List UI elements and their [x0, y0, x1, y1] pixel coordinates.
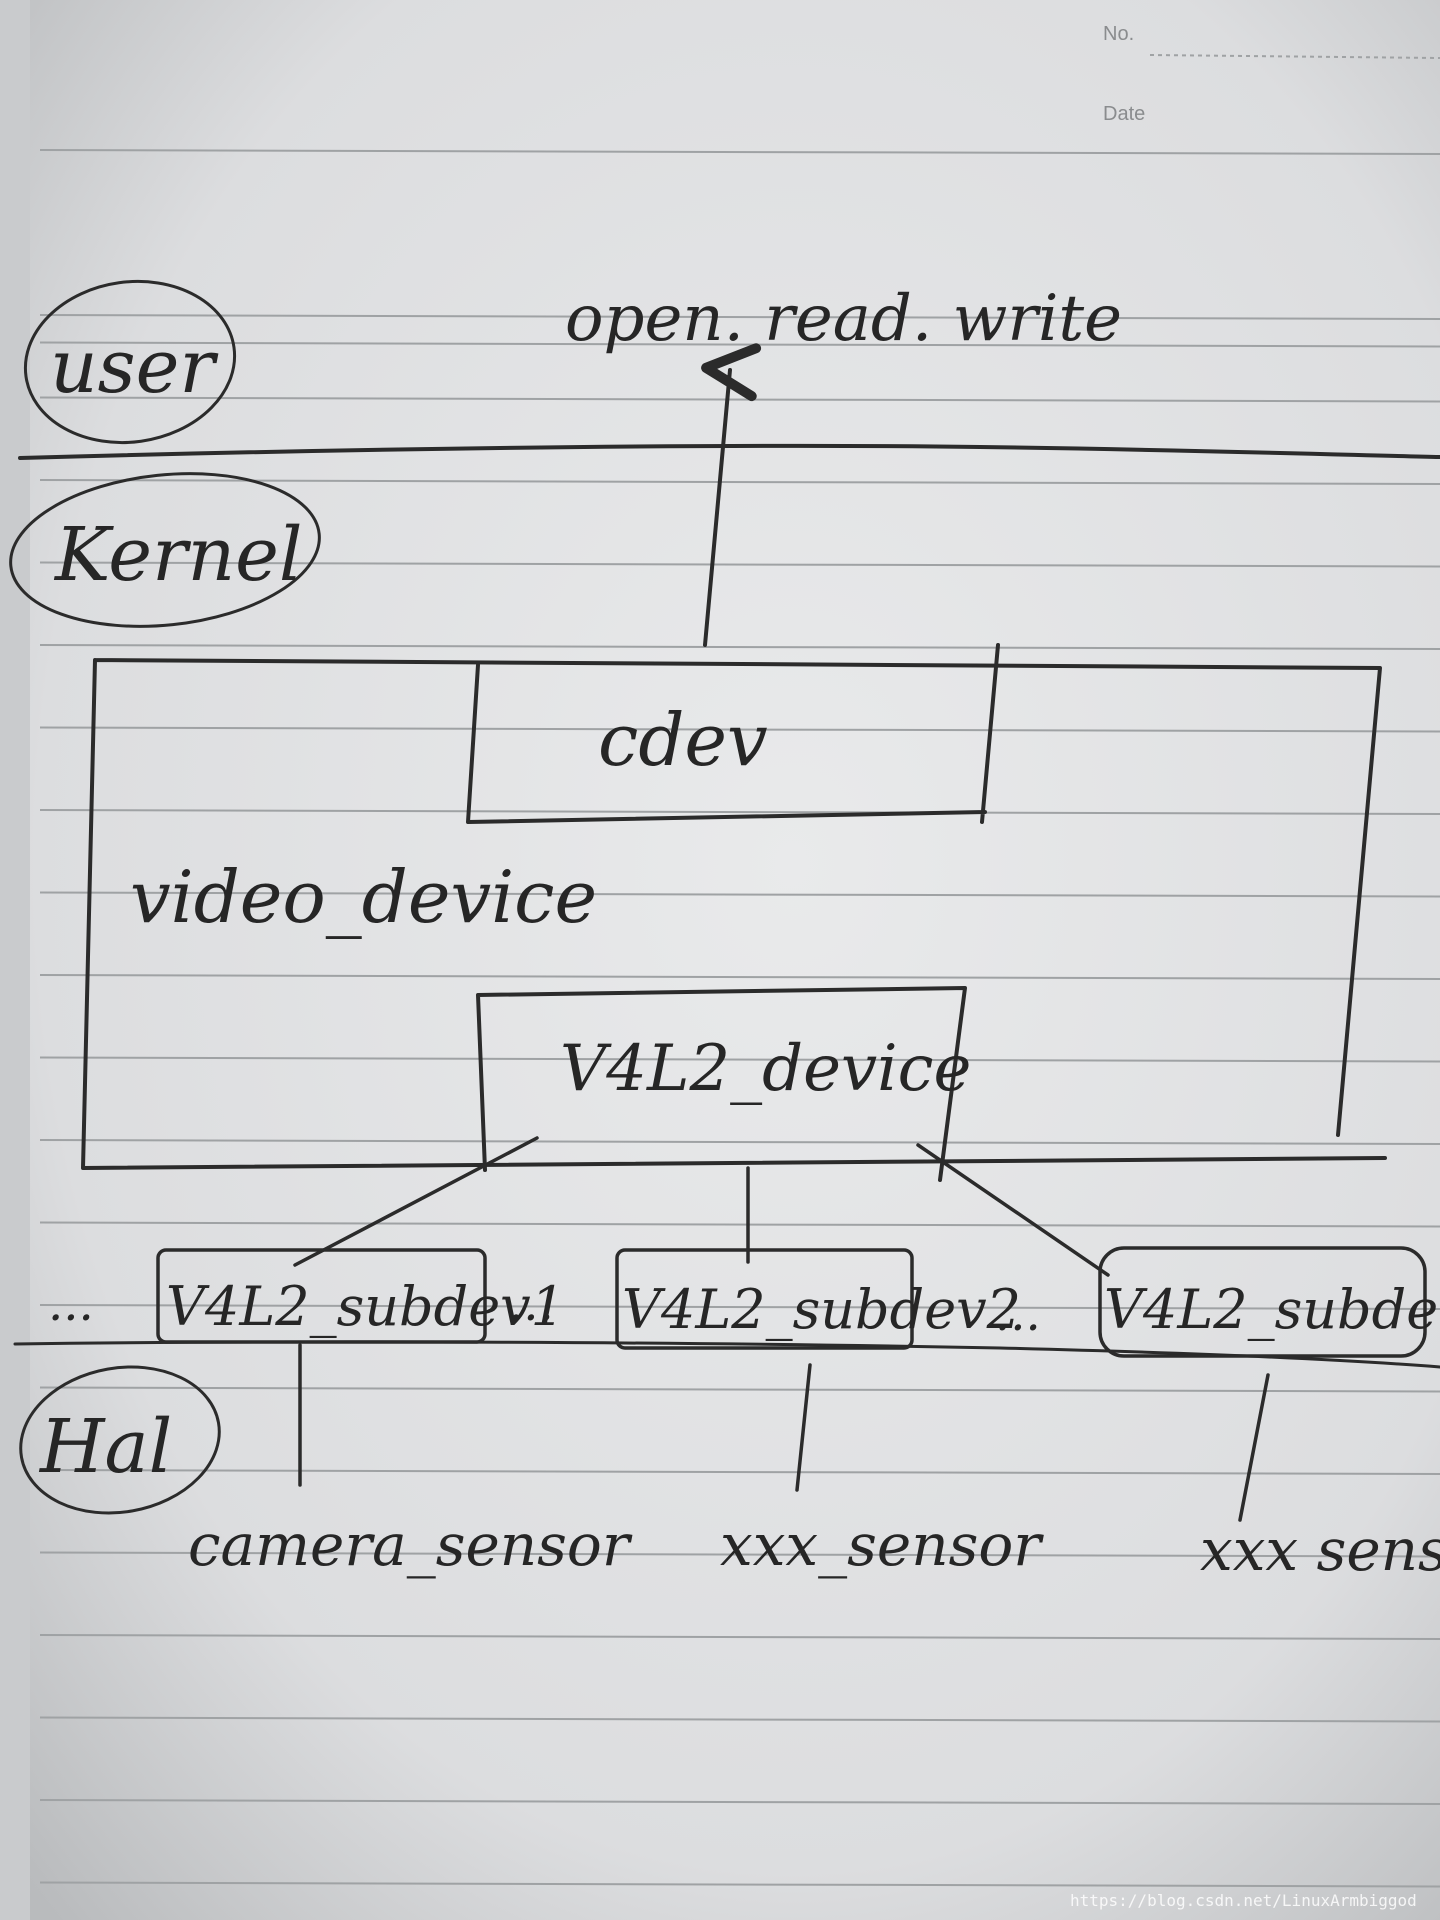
subdev1-box: [156, 1248, 487, 1344]
sensor-camera-label: camera_sensor: [188, 1511, 633, 1579]
header-no-label: No.: [1103, 23, 1134, 45]
v4l2-device-box: [476, 986, 967, 1182]
ruled-line: [39, 974, 1440, 980]
subdev2-label: V4L2_subdev2: [622, 1278, 1021, 1341]
hal-circle: [19, 1365, 221, 1515]
ruled-line: [39, 1056, 1440, 1063]
ruled-line: [39, 1799, 1440, 1805]
cdev-box: [466, 643, 1000, 824]
syscalls-label: open. read. write: [565, 282, 1122, 356]
ruled-line: [39, 1221, 1440, 1228]
up-arrow: [701, 343, 762, 647]
v4l2-device-label: V4L2_device: [560, 1032, 971, 1106]
header-date-label: Date: [1103, 103, 1145, 125]
ruled-line: [39, 726, 1440, 733]
ellipsis-mid1: ...: [508, 1276, 554, 1332]
sensor-xxx1-label: xxx_sensor: [720, 1511, 1044, 1579]
subdev1-label: V4L2_subdev1: [166, 1275, 565, 1338]
sensor-line-xxx1: [795, 1363, 812, 1492]
kernel-label: Kernel: [53, 512, 303, 598]
ruled-line: [39, 479, 1440, 485]
ruled-line: [39, 1634, 1440, 1640]
ellipsis-left: ...: [48, 1276, 94, 1332]
header-no-line: [1149, 54, 1440, 59]
ruled-line: [39, 809, 1440, 815]
ruled-line: [39, 1881, 1440, 1888]
connector-subdev3: [916, 1143, 1110, 1277]
ruled-line: [39, 1139, 1440, 1145]
video-device-box: [81, 658, 1387, 1170]
user-circle: [23, 279, 237, 445]
ruled-line: [39, 891, 1440, 898]
ruled-line: [39, 314, 1440, 320]
subdev2-box: [615, 1248, 914, 1350]
ruled-line: [39, 1469, 1440, 1475]
subdev3-label: V4L2_subdev3: [1104, 1278, 1440, 1341]
sensor-line-xxx2: [1238, 1373, 1270, 1522]
sensor-xxx2-label: xxx sensor: [1200, 1516, 1440, 1584]
ruled-line: [39, 1304, 1440, 1310]
ruled-line: [39, 1386, 1440, 1393]
ruled-lines: [39, 149, 1440, 1888]
cdev-label: cdev: [598, 698, 768, 782]
video-device-label: video_device: [130, 855, 597, 939]
watermark-url: https://blog.csdn.net/LinuxArmbiggod: [1070, 1891, 1417, 1910]
ruled-line: [39, 1551, 1440, 1558]
user-kernel-boundary: [18, 443, 1440, 460]
ruled-line: [39, 561, 1440, 568]
binding-edge: [0, 0, 30, 1920]
user-label: user: [50, 324, 219, 410]
ruled-line: [39, 149, 1440, 155]
ellipsis-mid2: ...: [995, 1286, 1041, 1342]
subdev3-box: [1098, 1246, 1427, 1358]
ruled-line: [39, 1716, 1440, 1723]
hal-label: Hal: [38, 1404, 172, 1490]
connector-subdev1: [293, 1136, 539, 1267]
kernel-circle: [9, 472, 321, 628]
ruled-line: [39, 644, 1440, 650]
